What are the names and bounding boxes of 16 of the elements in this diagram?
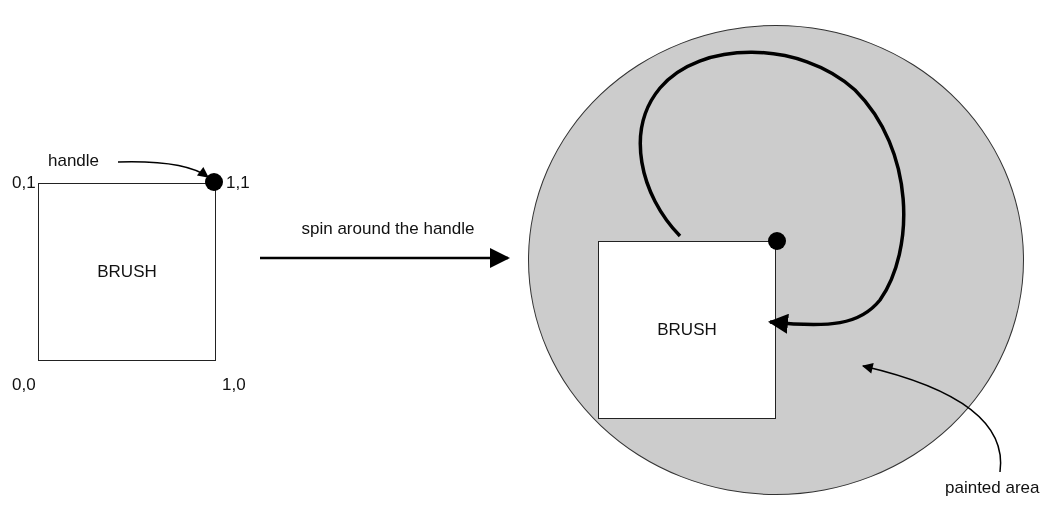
box-label: BRUSH: [657, 320, 717, 340]
brush-box: [38, 183, 216, 361]
box-label: BRUSH: [97, 262, 157, 282]
leader-arrow: [117, 161, 209, 178]
handle-dot: [768, 232, 786, 250]
coordinate-label: 0,1: [12, 173, 36, 193]
coordinate-label: 1,1: [226, 173, 250, 193]
callout-label: handle: [48, 151, 100, 171]
callout-label: painted area: [945, 478, 1040, 498]
arrow: [260, 248, 510, 268]
handle-dot: [205, 173, 223, 191]
coordinate-label: 0,0: [12, 375, 36, 395]
edge-label: spin around the handle: [299, 219, 477, 239]
coordinate-label: 1,0: [222, 375, 246, 395]
brush-box: [598, 241, 776, 419]
leader-arrow: [861, 363, 1002, 473]
